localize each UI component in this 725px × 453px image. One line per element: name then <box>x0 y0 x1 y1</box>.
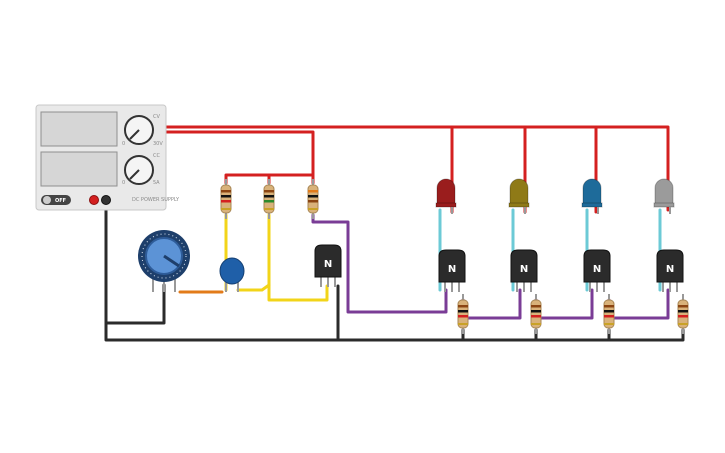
positive-terminal[interactable] <box>89 195 99 205</box>
resistor[interactable] <box>220 179 232 219</box>
npn-transistor[interactable]: N <box>510 249 538 292</box>
wire-ground-pot[interactable] <box>104 198 166 325</box>
wire-purple-4[interactable] <box>607 288 670 320</box>
power-supply[interactable]: CV 30V 0 CC 5A 0 OFF DC POWER SUPPLY <box>35 104 180 211</box>
transistor-label: N <box>520 264 528 275</box>
wire-ground-main[interactable] <box>104 298 685 342</box>
wire-purple-2[interactable] <box>461 288 522 320</box>
voltage-max-label: 30V <box>153 141 163 147</box>
current-knob[interactable] <box>124 155 154 185</box>
transistor-label: N <box>666 264 674 275</box>
power-switch[interactable]: OFF <box>41 195 71 205</box>
wire-yellow-base[interactable] <box>267 213 329 302</box>
resistor[interactable] <box>530 294 542 334</box>
ceramic-capacitor[interactable] <box>219 257 245 292</box>
transistor-label: N <box>448 264 456 275</box>
npn-transistor[interactable]: N <box>438 249 466 292</box>
transistor-label: N <box>324 259 332 270</box>
negative-terminal[interactable] <box>101 195 111 205</box>
off-label: OFF <box>55 198 66 204</box>
transistor-label: N <box>593 264 601 275</box>
wire-yellow-short[interactable] <box>236 283 271 292</box>
resistor[interactable] <box>603 294 615 334</box>
resistor[interactable] <box>677 294 689 334</box>
current-max-label: 5A <box>153 180 160 186</box>
voltage-display <box>40 111 118 147</box>
psu-model-text: DC POWER SUPPLY <box>132 197 180 203</box>
current-display <box>40 151 118 187</box>
wire-purple-3[interactable] <box>534 288 594 320</box>
led-blue[interactable] <box>581 178 603 214</box>
cc-label: CC <box>153 153 160 159</box>
voltage-knob[interactable] <box>124 115 154 145</box>
resistor[interactable] <box>307 179 319 219</box>
npn-transistor[interactable]: N <box>583 249 611 292</box>
npn-transistor[interactable]: N <box>656 249 684 292</box>
current-min-label: 0 <box>122 180 125 186</box>
resistor[interactable] <box>263 179 275 219</box>
resistor[interactable] <box>457 294 469 334</box>
voltage-min-label: 0 <box>122 141 125 147</box>
npn-transistor[interactable]: N <box>314 244 342 287</box>
wire-positive-main[interactable] <box>92 125 670 212</box>
cv-label: CV <box>153 114 160 120</box>
wire-purple-main[interactable] <box>311 213 448 314</box>
potentiometer[interactable] <box>138 230 190 292</box>
led-white[interactable] <box>653 178 675 214</box>
led-red[interactable] <box>435 178 457 214</box>
led-yellow[interactable] <box>508 178 530 214</box>
